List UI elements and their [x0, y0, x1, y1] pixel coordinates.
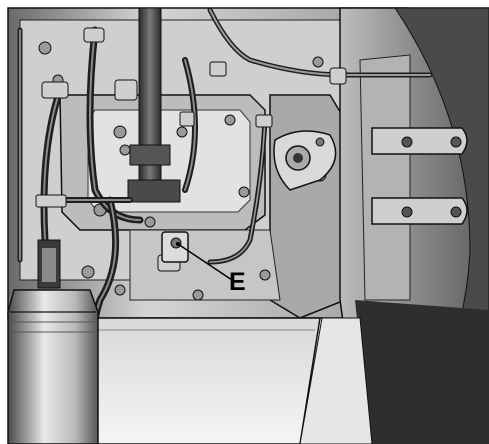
- sensor-port: [161, 231, 189, 263]
- hose-clamps: [35, 27, 347, 272]
- mounting-bracket-upper: [371, 127, 468, 155]
- fuel-filter: [7, 239, 99, 444]
- bell-housing: [339, 7, 489, 444]
- oil-pan: [69, 317, 373, 444]
- callout-label-e: E: [229, 268, 246, 296]
- callout-leader: [177, 243, 233, 281]
- pulley-boss: [273, 130, 337, 191]
- mounting-bracket-lower: [371, 197, 468, 225]
- fuel-lines: [17, 7, 433, 364]
- vertical-pipe: [127, 7, 181, 203]
